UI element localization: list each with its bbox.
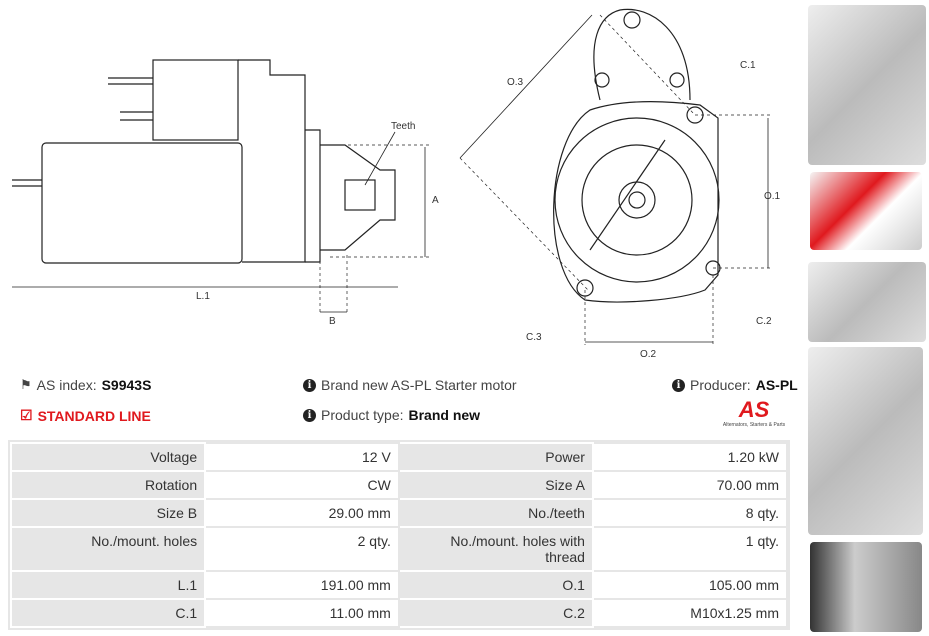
size-b-label: B xyxy=(329,316,336,327)
spec-key: Size A xyxy=(397,470,594,500)
as-index-label: AS index: xyxy=(36,377,97,393)
standard-line-badge: ☑ STANDARD LINE xyxy=(20,407,151,424)
size-a-label: A xyxy=(432,195,439,206)
product-photo-front[interactable] xyxy=(808,5,926,165)
product-photo-box[interactable] xyxy=(810,172,922,250)
info-icon: i xyxy=(303,378,316,392)
teeth-label: Teeth xyxy=(391,121,415,132)
spec-value: 2 qty. xyxy=(204,526,400,572)
spec-key: C.2 xyxy=(397,598,594,628)
as-index-value: S9943S xyxy=(101,377,152,393)
spec-value: 11.00 mm xyxy=(204,598,400,628)
producer: i Producer: AS-PL xyxy=(672,377,798,393)
spec-value: 70.00 mm xyxy=(591,470,789,500)
technical-drawing: Teeth A B L.1 O.3 C.1 O.1 C.2 C.3 O.2 xyxy=(12,8,781,360)
spec-key: Voltage xyxy=(9,442,207,472)
o3-label: O.3 xyxy=(507,77,524,88)
spec-key: C.1 xyxy=(9,598,207,628)
spec-key: O.1 xyxy=(397,570,594,600)
c2-label: C.2 xyxy=(756,316,772,327)
spec-value: M10x1.25 mm xyxy=(591,598,789,628)
spec-value: 191.00 mm xyxy=(204,570,400,600)
spec-value: 1 qty. xyxy=(591,526,789,572)
tags-icon: ⚑ xyxy=(20,377,32,392)
o2-label: O.2 xyxy=(640,349,657,360)
description: i Brand new AS-PL Starter motor xyxy=(303,377,517,393)
c3-label: C.3 xyxy=(526,332,542,343)
spec-key: Rotation xyxy=(9,470,207,500)
front-view-drawing: O.3 C.1 O.1 C.2 C.3 O.2 xyxy=(459,8,781,360)
spec-value: 1.20 kW xyxy=(591,442,789,472)
description-text: Brand new AS-PL Starter motor xyxy=(321,377,517,393)
product-photo-top[interactable] xyxy=(810,542,922,632)
spec-key: No./mount. holes xyxy=(9,526,207,572)
logo-mark: AS xyxy=(738,397,770,422)
product-type-label: Product type: xyxy=(321,407,404,423)
checkbox-icon: ☑ xyxy=(20,407,33,423)
spec-key: L.1 xyxy=(9,570,207,600)
line-label: STANDARD LINE xyxy=(37,407,151,424)
producer-value: AS-PL xyxy=(755,377,798,393)
o1-label: O.1 xyxy=(764,191,781,202)
product-photo-rear[interactable] xyxy=(808,347,923,535)
product-photo-side[interactable] xyxy=(808,262,926,342)
spec-value: 8 qty. xyxy=(591,498,789,528)
spec-value: 12 V xyxy=(204,442,400,472)
side-view-drawing: Teeth A B L.1 xyxy=(12,59,439,327)
logo-tagline: Alternators, Starters & Parts xyxy=(722,422,786,428)
product-type: i Product type: Brand new xyxy=(303,407,480,423)
spec-value: CW xyxy=(204,470,400,500)
info-icon: i xyxy=(303,408,316,422)
spec-key: Size B xyxy=(9,498,207,528)
producer-label: Producer: xyxy=(690,377,751,393)
spec-key: Power xyxy=(397,442,594,472)
info-icon: i xyxy=(672,378,685,392)
spec-key: No./teeth xyxy=(397,498,594,528)
spec-value: 29.00 mm xyxy=(204,498,400,528)
product-type-value: Brand new xyxy=(408,407,481,423)
spec-value: 105.00 mm xyxy=(591,570,789,600)
spec-key: No./mount. holes with thread xyxy=(397,526,594,572)
as-pl-logo: AS Alternators, Starters & Parts xyxy=(716,397,792,429)
l1-label: L.1 xyxy=(196,291,210,302)
as-index: ⚑ AS index: S9943S xyxy=(20,377,151,393)
c1-label: C.1 xyxy=(740,60,756,71)
